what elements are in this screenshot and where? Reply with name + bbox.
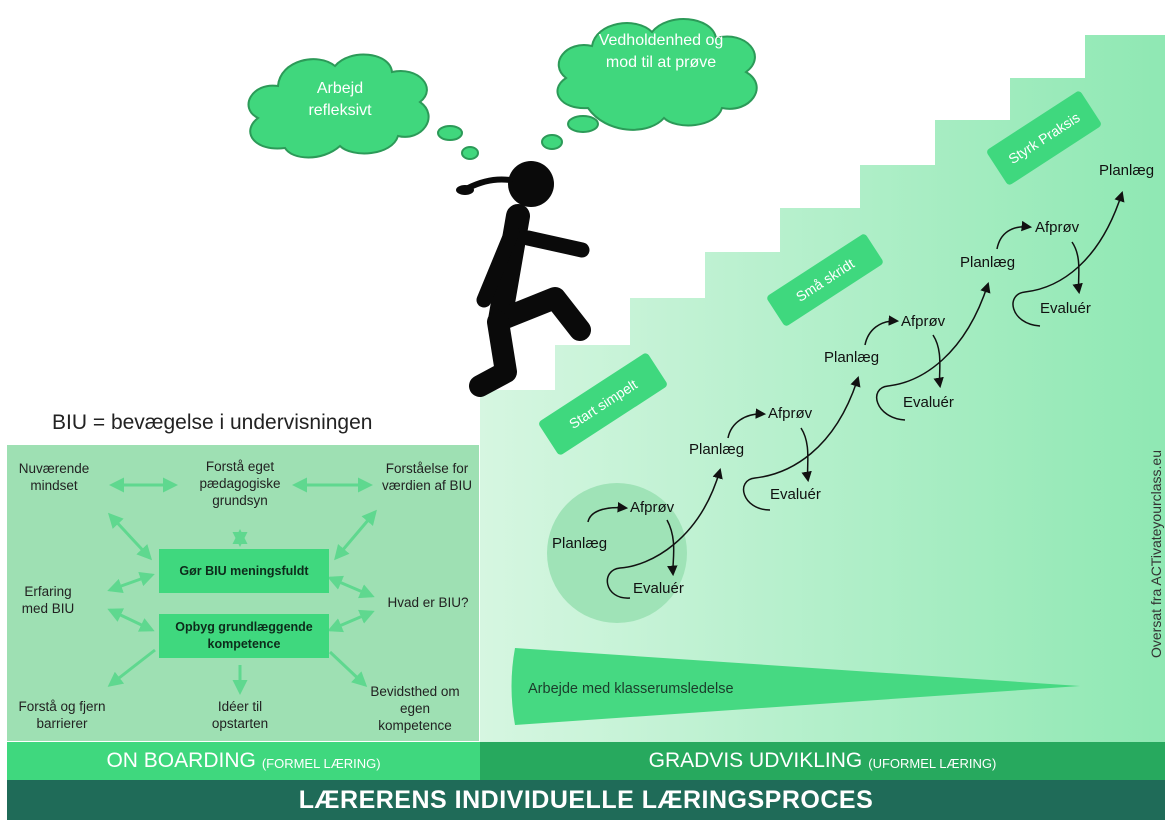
onboarding-title: BIU = bevægelse i undervisningen [52,411,373,434]
node-self-awareness: Bevidsthed om egen kompetence [370,684,460,733]
onboarding-bar: ON BOARDING (FORMEL LÆRING) [7,742,480,780]
node-experience: Erfaring med BIU [21,584,75,616]
cloud-left-text: Arbejd refleksivt [308,80,372,119]
cycle5-plan: Planlæg [1099,162,1155,179]
process-bar: LÆRERENS INDIVIDUELLE LÆRINGSPROCES [7,780,1165,820]
wedge-label: Arbejde med klasserumsledelse [528,681,734,697]
onboarding-bar-main: ON BOARDING [106,749,256,772]
start-circle [547,483,687,623]
cloud-right-text: Vedholdenhed og mod til at prøve [598,32,724,71]
cloud-right [556,18,758,131]
cycle3-eval: Evaluér [903,394,954,411]
node-current-mindset: Nuværende mindset [18,461,90,493]
node-barriers: Forstå og fjern barrierer [18,699,106,731]
cycle4-try: Afprøv [1035,219,1080,236]
cycle1-plan: Planlæg [552,535,608,552]
cycle1-try: Afprøv [630,499,675,516]
cycle2-plan: Planlæg [689,441,745,458]
box-build-competence: Opbyg grundlæggende kompetence [159,614,329,658]
cycle4-eval: Evaluér [1040,300,1091,317]
node-ideas: Idéer til opstarten [211,699,269,731]
onboarding-bar-sub: (FORMEL LÆRING) [261,755,381,771]
box-meaningful: Gør BIU meningsfuldt [159,549,329,593]
node-value-of-biu: Forståelse for værdien af BIU [381,461,473,493]
node-pedagogical-view: Forstå eget pædagogiske grundsyn [199,459,281,508]
development-bar: GRADVIS UDVIKLING (UFORMEL LÆRING) [480,742,1165,780]
cloud-left [247,53,430,159]
classroom-wedge [511,648,1080,725]
cycle3-plan: Planlæg [824,349,880,366]
cycle1-eval: Evaluér [633,580,684,597]
cycle2-eval: Evaluér [770,486,821,503]
credit-text: Oversat fra ACTivateyourclass.eu [1148,449,1164,658]
cycle4-plan: Planlæg [960,254,1016,271]
cycle3-try: Afprøv [901,313,946,330]
cycle2-try: Afprøv [768,405,813,422]
node-what-is-biu: Hvad er BIU? [387,595,469,610]
development-bar-main: GRADVIS UDVIKLING [648,749,863,772]
development-bar-sub: (UFORMEL LÆRING) [868,755,997,771]
